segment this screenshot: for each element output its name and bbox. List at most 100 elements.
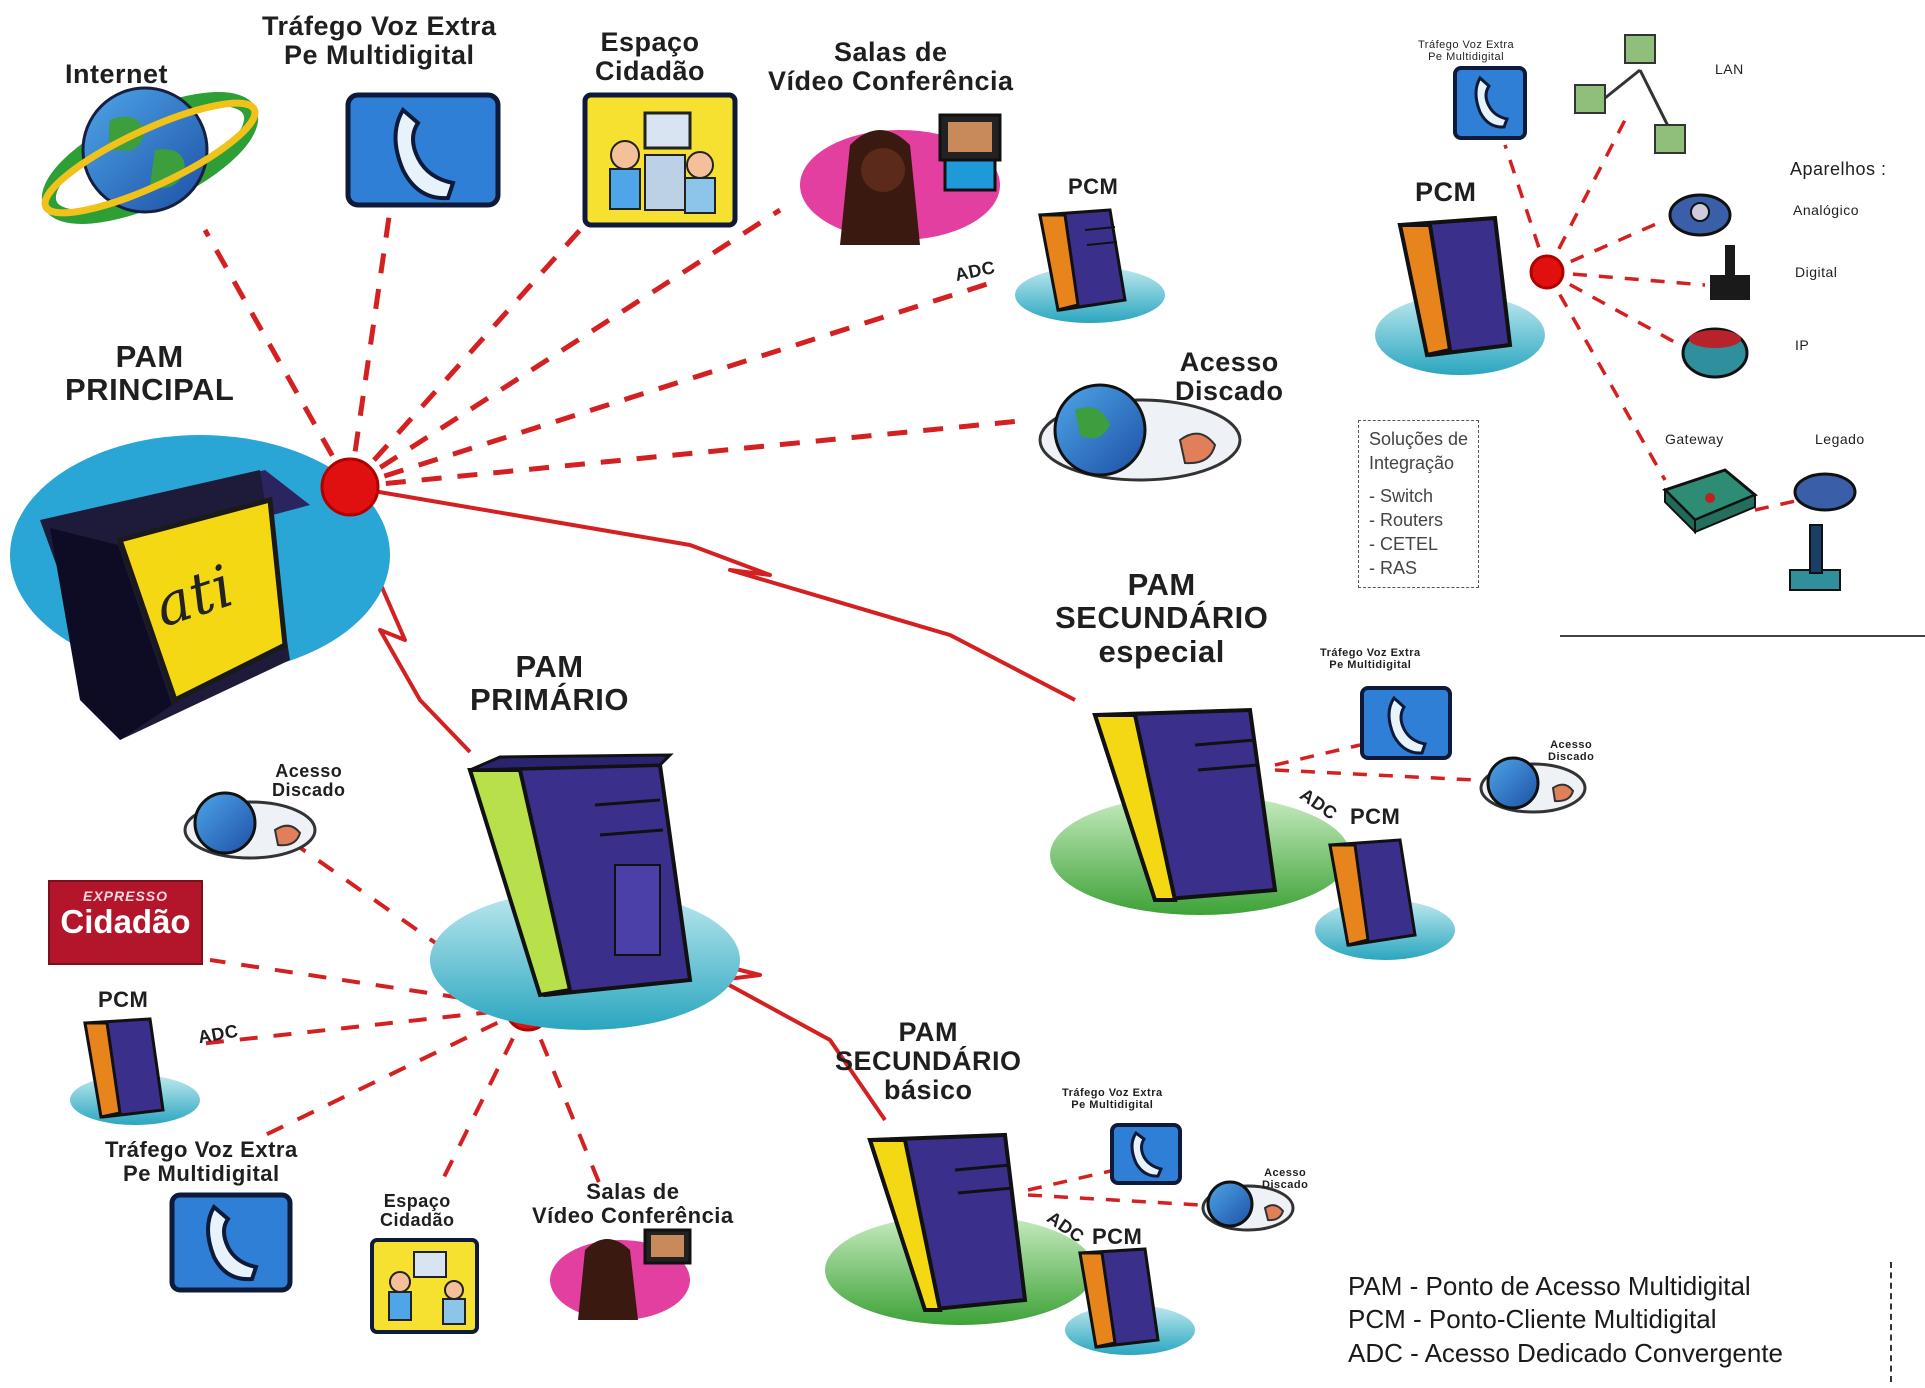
pam-primario-line2: PRIMÁRIO (470, 682, 629, 718)
espaco-cidadao-bl-icon (370, 1238, 479, 1334)
phone-icon-top (345, 92, 501, 208)
phone-icon-inset (1453, 66, 1527, 140)
legend-adc: ADC - Acesso Dedicado Convergente (1348, 1337, 1784, 1368)
trafego-top-line2: Pe Multidigital (284, 40, 475, 71)
trafego-top-line1: Tráfego Voz Extra (262, 11, 497, 41)
link-salas-top (348, 207, 782, 490)
pam-sec-especial-line2: SECUNDÁRIO (1055, 600, 1269, 636)
trafego-se-label: Tráfego Voz Extra Pe Multidigital (1320, 647, 1421, 672)
salas-top-label: Salas de Vídeo Conferência (768, 37, 1014, 96)
link-trafego-sb (1027, 1168, 1116, 1192)
pcm-top-server (1015, 208, 1165, 323)
solucoes-item-routers: - Routers (1369, 509, 1444, 530)
inset-trafego-line2: Pe Multidigital (1428, 50, 1505, 63)
phone-icon-se (1360, 686, 1452, 760)
solucoes-item-cetel: - CETEL (1369, 534, 1439, 555)
analog-phone-icon (1668, 193, 1732, 237)
expresso-logo-main: Cidadão (60, 903, 191, 940)
inset-link-analog (1546, 218, 1666, 274)
secondary-links (1027, 743, 1476, 1207)
pcm-left-server (70, 1017, 200, 1125)
legend: PAM - Ponto de Acesso Multidigital PCM -… (1348, 1270, 1783, 1370)
inset-pcm-label: PCM (1415, 177, 1477, 207)
acesso-top-line2: Discado (1175, 376, 1284, 407)
inset-link-gateway (1545, 271, 1667, 481)
inset-legado-label: Legado (1815, 431, 1865, 447)
internet-label: Internet (65, 59, 169, 89)
pam-principal-line2: PRINCIPAL (65, 372, 235, 408)
pam-principal-server (10, 435, 390, 740)
espaco-bl-line1: Espaço (383, 1191, 451, 1211)
salas-bl-line2: Vídeo Conferência (532, 1202, 734, 1228)
dial-access-se-icon (1479, 756, 1587, 814)
pam-primario-label: PAM PRIMÁRIO (470, 650, 629, 717)
phone-icon-sb (1110, 1123, 1182, 1185)
pam-sec-basico-line3: básico (883, 1075, 973, 1106)
espaco-top-label: Espaço Cidadão (595, 27, 706, 87)
pam-sec-especial-label: PAM SECUNDÁRIO especial (1055, 568, 1269, 669)
inset-lan-label: LAN (1715, 61, 1744, 77)
solucoes-title-line1: Soluções de (1369, 429, 1469, 449)
expresso-cidadao-logo: EXPRESSO Cidadão (48, 880, 203, 965)
trafego-top-label: Tráfego Voz Extra Pe Multidigital (262, 11, 497, 71)
pam-principal-hub (320, 457, 380, 517)
link-pcm-top (349, 277, 1001, 490)
inset-link-lan (1545, 119, 1627, 273)
video-conference-bl-icon (550, 1228, 692, 1320)
salas-bl-line1: Salas de (586, 1179, 680, 1204)
pcm-se-label: PCM (1350, 804, 1401, 829)
trafego-bl-line1: Tráfego Voz Extra (105, 1137, 298, 1162)
ip-phone-icon (1681, 327, 1749, 379)
espaco-cidadao-icon (582, 92, 738, 228)
lan-computers-icon (1574, 34, 1686, 154)
inset-gateway-label: Gateway (1665, 431, 1724, 447)
trafego-se-line2: Pe Multidigital (1329, 658, 1412, 671)
inset-analogico-label: Analógico (1793, 202, 1859, 218)
salas-top-line1: Salas de (833, 37, 948, 67)
inset-links (1503, 119, 1801, 512)
digital-phone-icon (1710, 245, 1750, 300)
pam-sec-basico-line2: SECUNDÁRIO (835, 1046, 1022, 1077)
pam-principal-label: PAM PRINCIPAL (65, 340, 234, 407)
pam-sec-basico-label: PAM SECUNDÁRIO básico (835, 1017, 1022, 1106)
acesso-left-line1: Acesso (275, 761, 343, 781)
trafego-se-line1: Tráfego Voz Extra (1320, 647, 1421, 659)
inset-aparelhos-label: Aparelhos : (1790, 159, 1887, 179)
pam-sec-basico-server (825, 1132, 1095, 1325)
inset-link-trafego (1503, 144, 1549, 273)
legacy-phone-icon (1793, 472, 1857, 512)
link-acesso-sb (1027, 1193, 1201, 1207)
pam-principal-line1: PAM (115, 339, 184, 374)
legend-divider (1890, 1262, 1892, 1382)
espaco-top-line1: Espaço (600, 27, 700, 57)
espaco-top-line2: Cidadão (595, 56, 706, 87)
pam-primario-line1: PAM (515, 649, 584, 684)
trafego-bl-label: Tráfego Voz Extra Pe Multidigital (105, 1138, 298, 1186)
phone-icon-bl (169, 1192, 293, 1293)
solucoes-title-line2: Integração (1369, 453, 1455, 474)
legend-pam: PAM - Ponto de Acesso Multidigital (1348, 1271, 1751, 1301)
expresso-logo-top: EXPRESSO (82, 888, 169, 904)
internet-globe-icon (41, 86, 259, 224)
link-espaco-bl (438, 1007, 530, 1186)
acesso-top-line1: Acesso (1179, 347, 1279, 377)
cordless-phone-icon (1789, 524, 1841, 591)
acesso-top-label: Acesso Discado (1175, 347, 1284, 407)
pam-sec-basico-line1: PAM (898, 1017, 958, 1047)
legend-pcm: PCM - Ponto-Cliente Multidigital (1348, 1304, 1717, 1335)
trafego-sb-line2: Pe Multidigital (1071, 1098, 1154, 1111)
inset-hub (1529, 254, 1565, 290)
acesso-se-line2: Discado (1548, 750, 1595, 763)
acesso-sb-label: Acesso Discado (1262, 1167, 1309, 1192)
inset-digital-label: Digital (1795, 264, 1838, 280)
link-acesso-se (1274, 768, 1476, 782)
pcm-top-label: PCM (1068, 174, 1119, 199)
trafego-sb-label: Tráfego Voz Extra Pe Multidigital (1062, 1087, 1163, 1112)
dial-access-sb-icon (1201, 1180, 1295, 1232)
trafego-sb-line1: Tráfego Voz Extra (1062, 1087, 1163, 1099)
video-conference-icon (800, 113, 1002, 245)
link-trafego-bl (254, 1006, 529, 1142)
pcm-sb-label: PCM (1092, 1224, 1143, 1249)
acesso-sb-line2: Discado (1262, 1178, 1309, 1191)
